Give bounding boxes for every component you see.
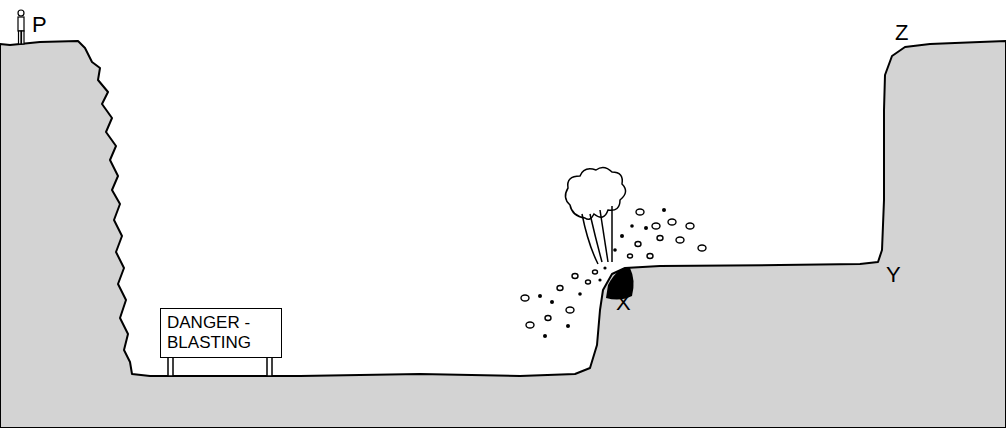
point-label: X	[616, 292, 631, 314]
point-label: Z	[895, 22, 908, 44]
point-label: Y	[886, 264, 901, 286]
sign-text: DANGER - BLASTING	[167, 313, 275, 353]
point-label: P	[32, 14, 47, 36]
flying-debris	[521, 209, 706, 328]
sign-legs	[168, 357, 272, 376]
ground-profile	[0, 41, 1006, 428]
warning-sign: DANGER - BLASTING	[160, 308, 282, 358]
debris-dots	[538, 208, 666, 338]
explosion-cloud	[565, 167, 625, 264]
person-figure	[18, 10, 24, 44]
